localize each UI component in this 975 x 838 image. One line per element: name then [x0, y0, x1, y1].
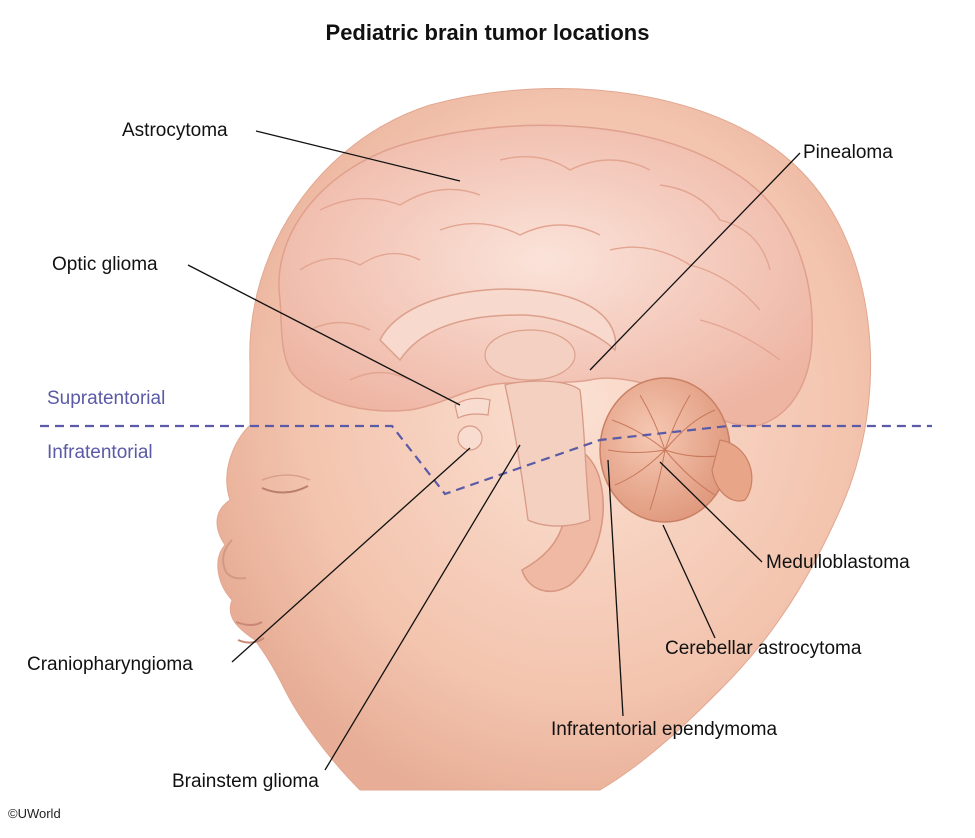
pituitary — [457, 425, 483, 451]
leader-pinealoma — [589, 152, 801, 371]
leader-brainstem-glioma — [324, 444, 521, 771]
label-infratentorial-ependymoma: Infratentorial ependymoma — [551, 719, 778, 740]
thalamus — [484, 329, 576, 381]
eye-closed — [261, 485, 309, 494]
label-pinealoma: Pinealoma — [803, 142, 893, 163]
eyelid — [261, 474, 311, 481]
label-medulloblastoma: Medulloblastoma — [766, 552, 910, 573]
leader-craniopharyngioma — [231, 447, 471, 663]
leader-astrocytoma — [255, 130, 461, 182]
label-craniopharyngioma: Craniopharyngioma — [27, 654, 193, 675]
diagram-title: Pediatric brain tumor locations — [325, 20, 650, 45]
tentorium-line — [40, 424, 932, 496]
leader-optic-glioma — [187, 264, 461, 406]
leader-cerebellar-astrocytoma — [662, 524, 716, 639]
label-cerebellar-astrocytoma: Cerebellar astrocytoma — [665, 638, 862, 659]
zone-label-supratentorial: Supratentorial — [47, 388, 166, 409]
label-brainstem-glioma: Brainstem glioma — [172, 771, 319, 792]
corpus-callosum — [379, 288, 617, 362]
cerebellar-tonsil — [711, 439, 753, 502]
leader-ependymoma — [607, 459, 624, 717]
gyri-pattern — [299, 155, 781, 381]
label-astrocytoma: Astrocytoma — [122, 120, 228, 141]
lips — [235, 621, 265, 644]
optic-chiasm — [454, 397, 491, 419]
leader-medulloblastoma — [659, 461, 763, 563]
leader-lines — [187, 130, 801, 771]
nose — [222, 539, 247, 580]
cerebellar-folia — [607, 394, 726, 511]
label-optic-glioma: Optic glioma — [52, 254, 158, 275]
zone-label-infratentorial: Infratentorial — [47, 442, 153, 463]
copyright-credit: ©UWorld — [8, 806, 61, 821]
cerebrum — [278, 124, 813, 427]
